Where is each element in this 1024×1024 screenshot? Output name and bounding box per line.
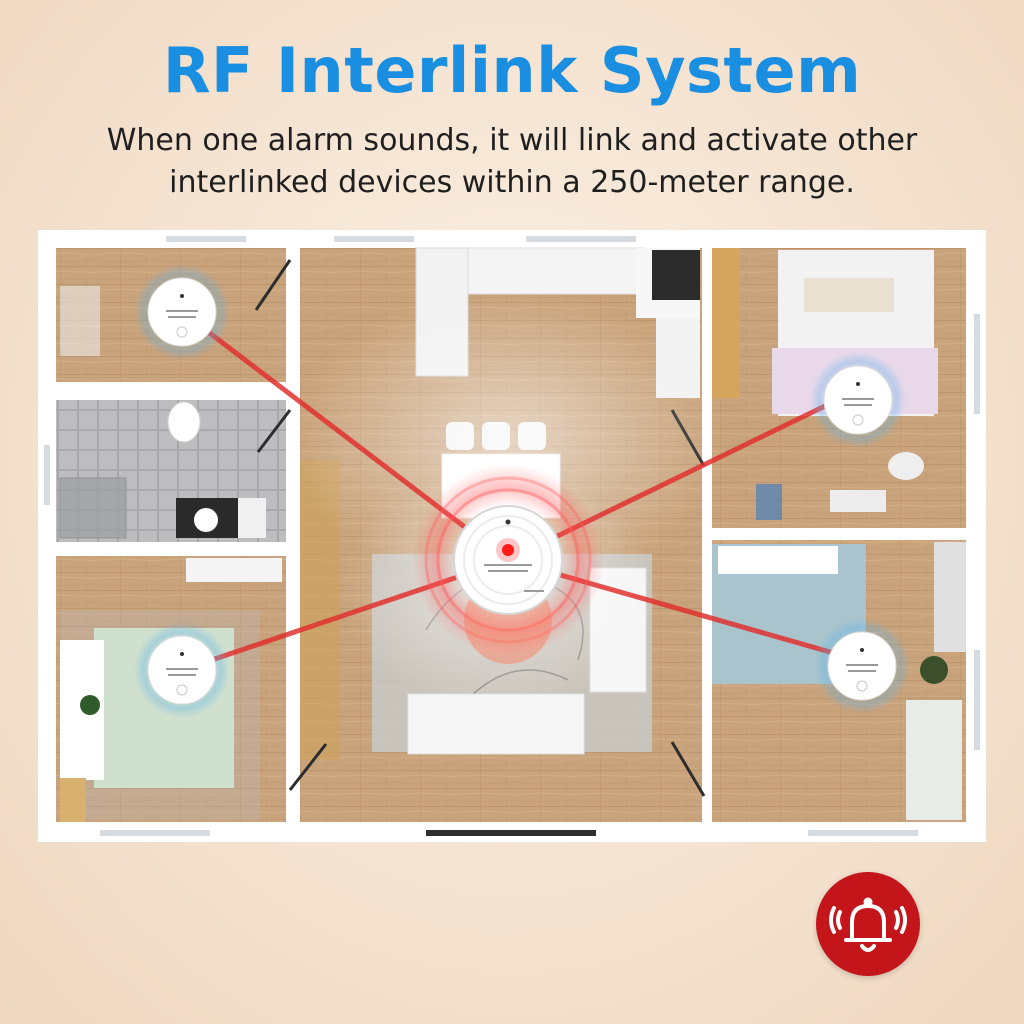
ringing-bell-icon	[829, 897, 907, 952]
page-title: RF Interlink System	[162, 34, 862, 107]
subtitle-line-1: When one alarm sounds, it will link and …	[106, 123, 918, 158]
subtitle-line-2: interlinked devices within a 250-meter r…	[169, 165, 855, 200]
smoke-alarm-central	[412, 464, 604, 664]
smoke-alarm-top-right	[810, 352, 906, 448]
toilet	[167, 401, 201, 443]
alarm-led-icon	[502, 544, 514, 556]
smoke-alarm-top-left	[134, 264, 230, 360]
smoke-alarm-bottom-right	[814, 618, 910, 714]
alarm-bell-badge	[816, 872, 920, 976]
smoke-alarm-bottom-left	[134, 622, 230, 718]
range-hood	[652, 250, 700, 300]
floor-plan	[38, 230, 986, 842]
page-subtitle: When one alarm sounds, it will link and …	[62, 120, 962, 204]
